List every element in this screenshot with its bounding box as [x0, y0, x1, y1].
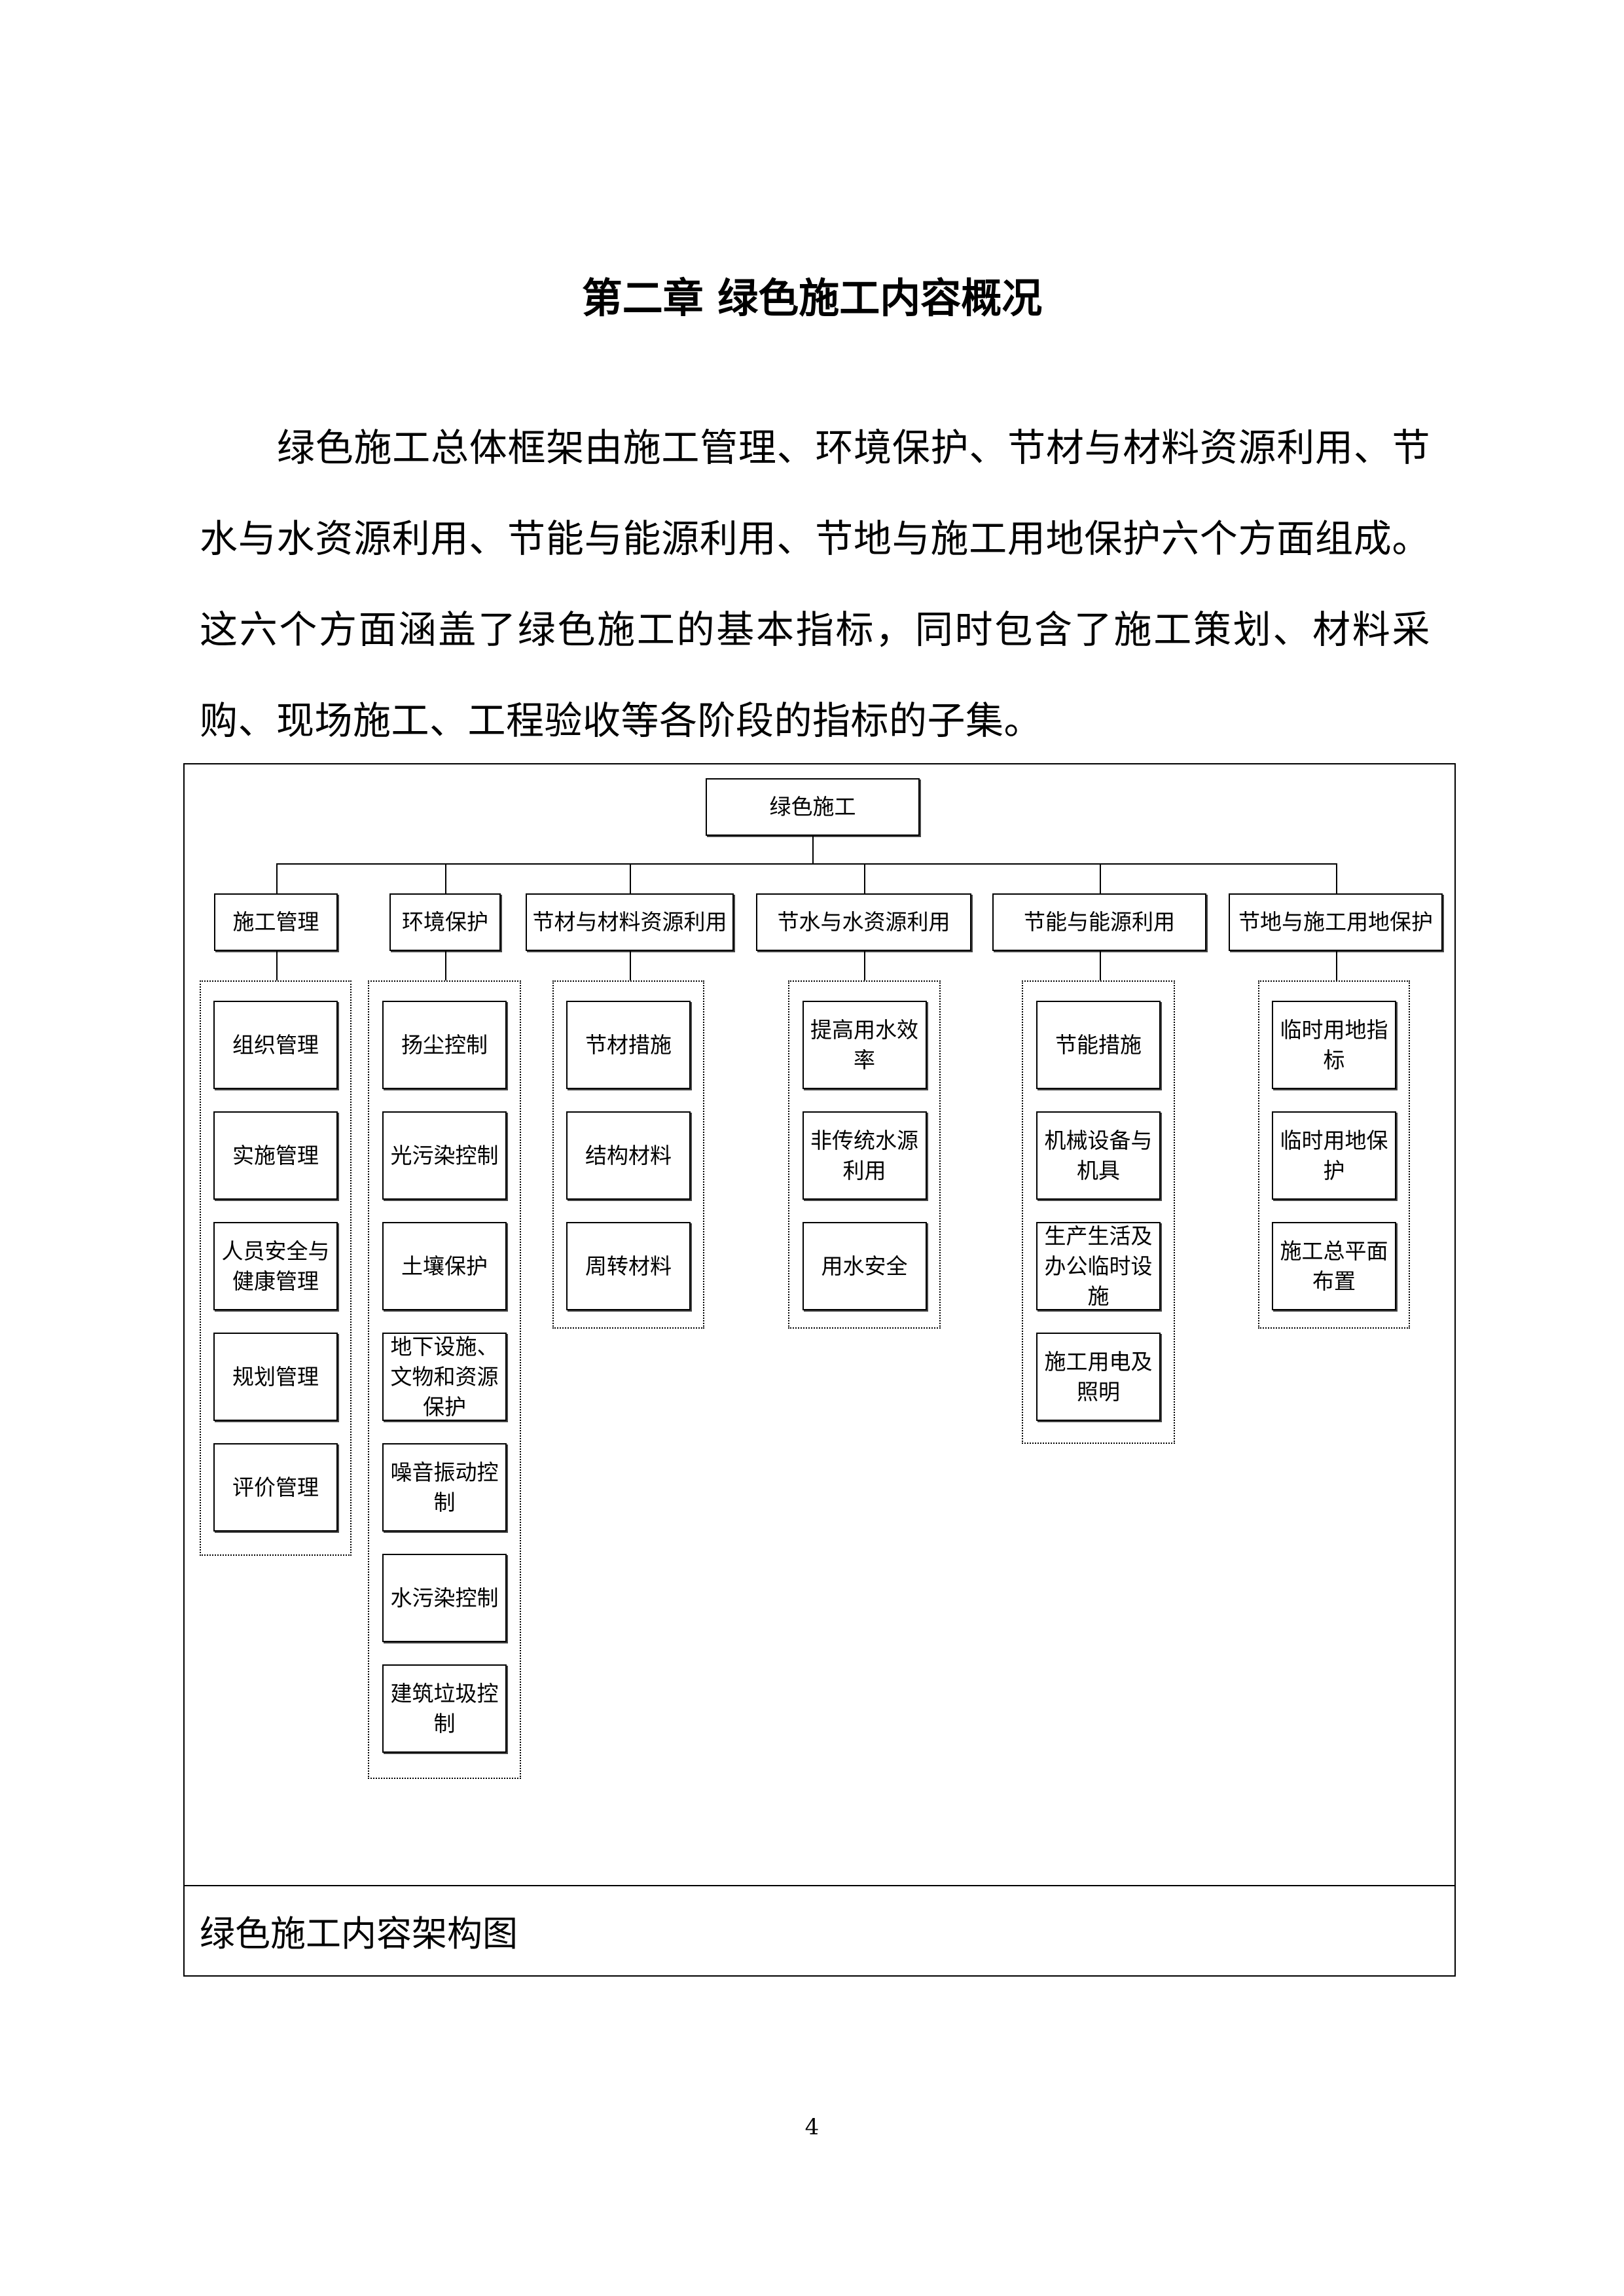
- item-node: 扬尘控制: [382, 1001, 507, 1089]
- category-node: 节水与水资源利用: [756, 893, 971, 951]
- connector-line: [864, 863, 865, 893]
- caption-divider: [183, 1885, 1454, 1886]
- connector-line: [1100, 951, 1101, 980]
- connector-line: [1336, 863, 1337, 893]
- category-group: [1022, 980, 1175, 1444]
- category-group: [552, 980, 704, 1329]
- item-node: 结构材料: [566, 1111, 691, 1200]
- figure-caption: 绿色施工内容架构图: [200, 1913, 518, 1954]
- connector-line: [445, 951, 446, 980]
- item-node: 用水安全: [802, 1222, 927, 1310]
- item-node: 施工用电及照明: [1036, 1333, 1161, 1421]
- figure-frame: [183, 763, 1456, 1977]
- page-number: 4: [804, 2114, 820, 2140]
- connector-line: [276, 863, 278, 893]
- item-node: 组织管理: [213, 1001, 338, 1089]
- category-group: [200, 980, 352, 1556]
- category-node: 节地与施工用地保护: [1229, 893, 1443, 951]
- item-node: 周转材料: [566, 1222, 691, 1310]
- item-node: 土壤保护: [382, 1222, 507, 1310]
- category-node: 环境保护: [389, 893, 501, 951]
- item-node: 建筑垃圾控制: [382, 1664, 507, 1753]
- connector-line: [1336, 951, 1337, 980]
- connector-line: [276, 863, 1337, 865]
- intro-paragraph: 绿色施工总体框架由施工管理、环境保护、节材与材料资源利用、节水与水资源利用、节能…: [200, 425, 1430, 743]
- item-node: 人员安全与健康管理: [213, 1222, 338, 1310]
- chapter-title: 第二章 绿色施工内容概况: [581, 274, 1043, 322]
- connector-line: [276, 951, 278, 980]
- connector-line: [1100, 863, 1101, 893]
- root-node: 绿色施工: [706, 778, 920, 836]
- item-node: 临时用地指标: [1272, 1001, 1396, 1089]
- category-group: [788, 980, 941, 1329]
- item-node: 节能措施: [1036, 1001, 1161, 1089]
- item-node: 评价管理: [213, 1443, 338, 1532]
- connector-line: [445, 863, 446, 893]
- category-node: 节能与能源利用: [992, 893, 1206, 951]
- category-node: 施工管理: [214, 893, 338, 951]
- item-node: 生产生活及办公临时设施: [1036, 1222, 1161, 1310]
- item-node: 机械设备与机具: [1036, 1111, 1161, 1200]
- category-group: [368, 980, 521, 1779]
- connector-line: [630, 863, 631, 893]
- category-group: [1258, 980, 1410, 1329]
- item-node: 地下设施、文物和资源保护: [382, 1333, 507, 1421]
- connector-line: [864, 951, 865, 980]
- item-node: 节材措施: [566, 1001, 691, 1089]
- item-node: 临时用地保护: [1272, 1111, 1396, 1200]
- connector-line: [630, 951, 631, 980]
- item-node: 水污染控制: [382, 1554, 507, 1642]
- item-node: 光污染控制: [382, 1111, 507, 1200]
- item-node: 噪音振动控制: [382, 1443, 507, 1532]
- category-node: 节材与材料资源利用: [526, 893, 734, 951]
- connector-line: [812, 836, 814, 863]
- item-node: 规划管理: [213, 1333, 338, 1421]
- item-node: 实施管理: [213, 1111, 338, 1200]
- item-node: 提高用水效率: [802, 1001, 927, 1089]
- item-node: 非传统水源利用: [802, 1111, 927, 1200]
- item-node: 施工总平面布置: [1272, 1222, 1396, 1310]
